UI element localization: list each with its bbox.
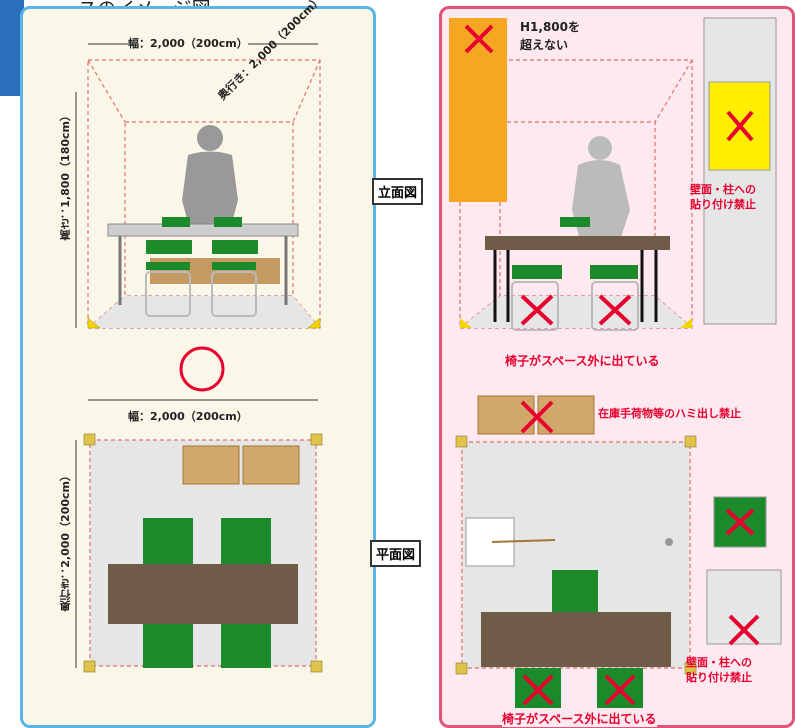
chairs-out-top: 椅子がスペース外に出ている bbox=[505, 354, 660, 368]
ng-cross-icon bbox=[464, 24, 494, 54]
left-plan-boxes bbox=[182, 445, 300, 485]
chairs-out-bottom: 椅子がスペース外に出ている bbox=[502, 710, 657, 727]
overflow-note: 在庫手荷物等のハミ出し禁止 bbox=[598, 407, 741, 420]
wall-note-bottom: 壁面・柱への 貼り付け禁止 bbox=[686, 656, 752, 684]
plan-label: 平面図 bbox=[370, 540, 422, 567]
pillar bbox=[703, 17, 777, 325]
orange-poster bbox=[449, 18, 507, 202]
elevation-label: 立面図 bbox=[372, 178, 424, 205]
left-plan-chairs bbox=[143, 518, 271, 668]
wall-note-top: 壁面・柱への 貼り付け禁止 bbox=[690, 183, 756, 211]
left-chairs bbox=[145, 217, 258, 317]
person-silhouette bbox=[182, 125, 238, 230]
width-top-label: 幅：2,000（200cm） bbox=[128, 35, 248, 51]
left-plan-table bbox=[108, 564, 298, 624]
ok-circle-icon bbox=[179, 346, 225, 392]
width-bottom-label: 幅：2,000（200cm） bbox=[128, 408, 248, 424]
height-limit-label: H1,800を 超えない bbox=[520, 20, 581, 52]
